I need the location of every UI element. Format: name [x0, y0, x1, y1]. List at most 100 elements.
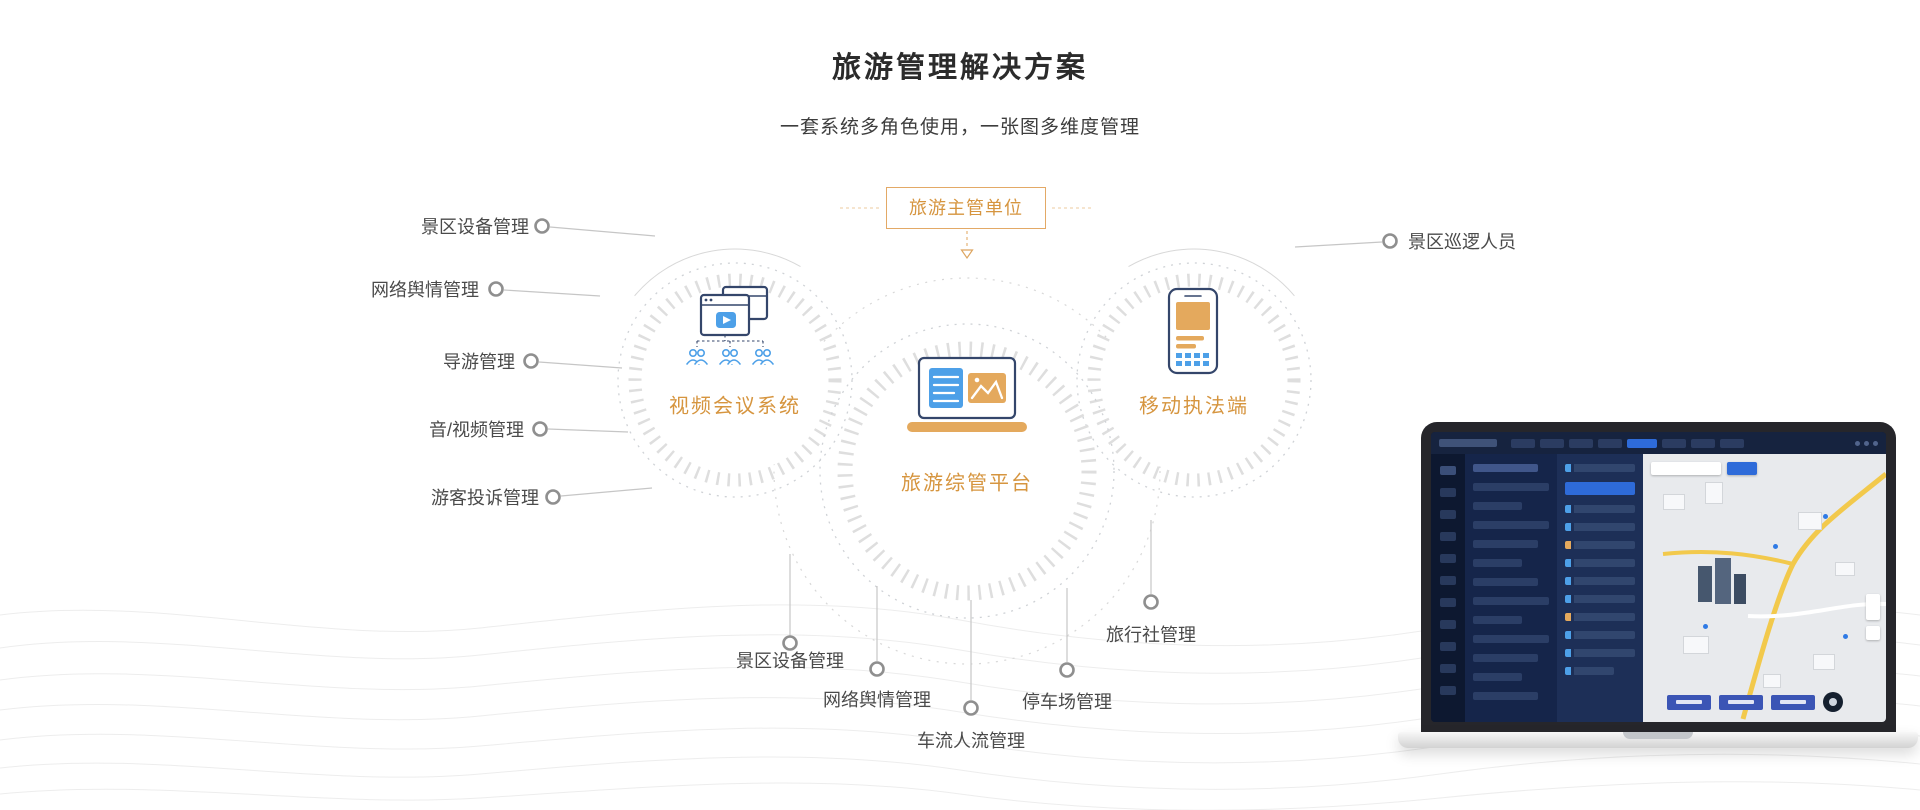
node-platform: [904, 356, 1030, 445]
menu-item-bar: [1473, 502, 1523, 510]
map-building-tall: [1715, 558, 1731, 604]
laptop-dashboard-icon: [907, 356, 1027, 432]
topbar-icon-dot: [1873, 440, 1878, 446]
map-building: [1663, 494, 1685, 510]
map-building-tall: [1734, 574, 1746, 604]
list-item-bar: [1565, 541, 1635, 549]
map-search-box: [1651, 462, 1721, 475]
menu-item-bar: [1473, 521, 1549, 529]
right-label-patrol-staff: 景区巡逻人员: [1408, 232, 1516, 252]
left-label-av-mgmt: 音/视频管理: [428, 420, 524, 440]
map-search-button: [1727, 462, 1757, 475]
menu-item-bar: [1473, 654, 1538, 662]
laptop-screen: [1431, 432, 1886, 722]
menu-item-bar: [1473, 540, 1538, 548]
rail-icon-bar: [1440, 686, 1456, 695]
bottom-label-parking-mgmt: 停车场管理: [1022, 692, 1112, 712]
rail-icon-bar: [1440, 576, 1456, 585]
menu-item-bar: [1473, 464, 1538, 472]
map-toolbar-button: [1770, 694, 1815, 710]
dashboard-map: [1643, 454, 1886, 722]
node-label-video: 视频会议系统: [669, 395, 801, 418]
bottom-connectors: [789, 520, 1152, 700]
dashboard-menu-panel: [1465, 454, 1557, 722]
rail-icon-bar: [1440, 554, 1456, 563]
list-item-bar: [1565, 667, 1614, 675]
menu-item-bar: [1473, 578, 1538, 586]
list-item-bar: [1565, 505, 1635, 513]
menu-item-bar: [1473, 692, 1538, 700]
nav-tab-chip: [1691, 438, 1715, 448]
map-marker: [1773, 544, 1778, 549]
map-marker: [1823, 514, 1828, 519]
node-label-mobile: 移动执法端: [1139, 395, 1249, 418]
nav-tab-chip: [1511, 438, 1535, 448]
right-connector: [1294, 233, 1398, 249]
list-item-bar: [1565, 559, 1635, 567]
mobile-enforcement-icon: [1167, 287, 1219, 375]
map-toolbar-button: [1718, 694, 1763, 710]
map-building-tall: [1698, 566, 1712, 602]
topbar-icon-dot: [1864, 440, 1869, 446]
menu-item-bar: [1473, 483, 1549, 491]
bottom-label-traffic-flow-mgmt: 车流人流管理: [917, 731, 1025, 751]
map-building: [1763, 674, 1781, 688]
dashboard-logo: [1439, 439, 1497, 447]
map-building: [1705, 482, 1723, 504]
rail-icon-bar: [1440, 532, 1456, 541]
rail-icon-bar: [1440, 598, 1456, 607]
node-label-platform: 旅游综管平台: [901, 472, 1033, 495]
map-marker: [1703, 624, 1708, 629]
menu-item-bar: [1473, 559, 1523, 567]
map-marker: [1843, 634, 1848, 639]
laptop-screen-frame: [1421, 422, 1896, 732]
video-conference-icon: [686, 285, 774, 365]
map-building: [1835, 562, 1855, 576]
left-label-guide-mgmt: 导游管理: [443, 352, 515, 372]
map-building: [1813, 654, 1835, 670]
left-label-complaint-mgmt: 游客投诉管理: [431, 488, 539, 508]
list-item-bar: [1565, 523, 1635, 531]
left-label-opinion-mgmt: 网络舆情管理: [371, 280, 479, 300]
nav-tab-chip: [1598, 438, 1622, 448]
rail-icon-bar: [1440, 488, 1456, 497]
map-building: [1798, 512, 1822, 530]
bottom-label-travel-agency-mgmt: 旅行社管理: [1106, 625, 1196, 645]
dashboard-topbar-icons: [1855, 440, 1878, 446]
list-item-bar: [1565, 482, 1635, 495]
list-item-bar: [1565, 595, 1635, 603]
page-subtitle: 一套系统多角色使用，一张图多维度管理: [779, 117, 1140, 138]
topbar-icon-dot: [1855, 440, 1860, 446]
rail-icon-bar: [1440, 664, 1456, 673]
bottom-label-device-mgmt: 景区设备管理: [736, 651, 844, 671]
list-item-bar: [1565, 613, 1635, 621]
dashboard-list-panel: [1557, 454, 1643, 722]
menu-item-bar: [1473, 616, 1523, 624]
map-toolbar-button: [1666, 694, 1711, 710]
list-item-bar: [1565, 631, 1635, 639]
list-item-bar: [1565, 649, 1635, 657]
page-title: 旅游管理解决方案: [831, 52, 1088, 84]
menu-item-bar: [1473, 635, 1549, 643]
nav-tab-chip: [1720, 438, 1744, 448]
map-zoom-control: [1866, 594, 1880, 620]
authority-box: 旅游主管单位: [886, 187, 1046, 229]
nav-tab-chip: [1569, 438, 1593, 448]
dashboard-nav-tabs: [1511, 438, 1744, 448]
rail-icon-bar: [1440, 466, 1456, 475]
laptop-base: [1398, 732, 1918, 748]
menu-item-bar: [1473, 673, 1523, 681]
left-label-device-mgmt: 景区设备管理: [421, 217, 529, 237]
rail-icon-bar: [1440, 642, 1456, 651]
authority-box-label: 旅游主管单位: [909, 198, 1023, 218]
dashboard-topbar: [1431, 432, 1886, 454]
node-video-conference: [675, 283, 795, 393]
nav-tab-chip: [1540, 438, 1564, 448]
dashboard-icon-rail: [1431, 454, 1465, 722]
map-tool-circle-button: [1822, 692, 1843, 712]
map-building: [1683, 636, 1709, 654]
rail-icon-bar: [1440, 510, 1456, 519]
node-mobile: [1159, 286, 1229, 391]
rail-icon-bar: [1440, 620, 1456, 629]
